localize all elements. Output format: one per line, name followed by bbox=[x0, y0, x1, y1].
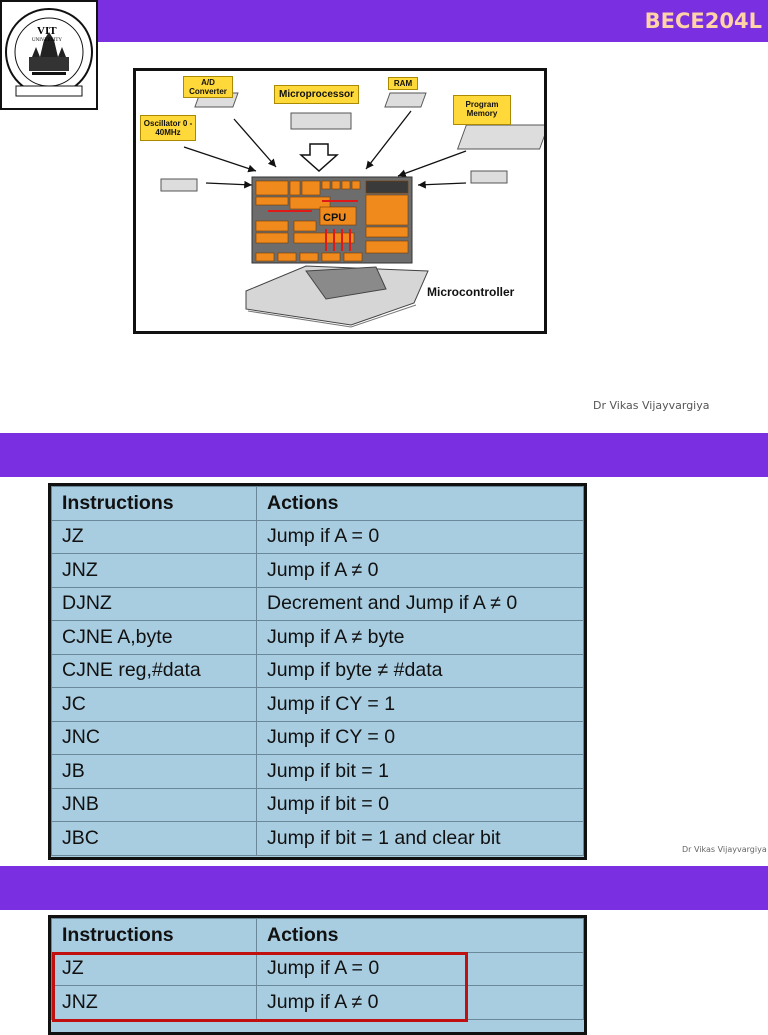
label-microcontroller: Microcontroller bbox=[427, 285, 515, 299]
action-cell: Jump if A ≠ 0 bbox=[256, 553, 584, 588]
title-band bbox=[0, 866, 768, 910]
instruction-cell: JNZ bbox=[51, 985, 257, 1020]
header-actions: Actions bbox=[256, 486, 584, 521]
instruction-cell: CJNE A,byte bbox=[51, 620, 257, 655]
label-cpu: CPU bbox=[323, 212, 347, 224]
label-oscillator: Oscillator 0 - 40MHz bbox=[140, 115, 196, 141]
action-cell: Decrement and Jump if A ≠ 0 bbox=[256, 586, 584, 621]
course-code: BECE204L bbox=[644, 9, 762, 33]
action-cell: Jump if A = 0 bbox=[256, 951, 584, 986]
instruction-cell: JB bbox=[51, 754, 257, 789]
instruction-cell: JBC bbox=[51, 821, 257, 856]
author-name: Dr Vikas Vijayvargiya bbox=[593, 399, 710, 412]
label-ram: RAM bbox=[388, 77, 418, 90]
header-instructions: Instructions bbox=[51, 918, 257, 953]
instruction-cell: JNB bbox=[51, 787, 257, 822]
action-cell: Jump if CY = 0 bbox=[256, 720, 584, 755]
logo-university-text: UNIVERSITY bbox=[32, 38, 62, 43]
university-logo: VIT UNIVERSITY bbox=[0, 0, 98, 110]
action-cell: Jump if bit = 1 bbox=[256, 754, 584, 789]
title-band: BECE204L bbox=[0, 0, 768, 42]
table-header-row: Instructions Actions bbox=[51, 918, 584, 953]
instruction-cell: JNZ bbox=[51, 553, 257, 588]
label-program-memory: Program Memory bbox=[453, 95, 511, 125]
header-instructions: Instructions bbox=[51, 486, 257, 521]
action-cell: Jump if A ≠ byte bbox=[256, 620, 584, 655]
instruction-cell: JNC bbox=[51, 720, 257, 755]
diagram-graphics bbox=[160, 92, 544, 328]
action-cell: Jump if A = 0 bbox=[256, 519, 584, 554]
label-ad-converter: A/D Converter bbox=[183, 76, 233, 98]
instruction-cell: DJNZ bbox=[51, 586, 257, 621]
action-cell: Jump if A ≠ 0 bbox=[256, 985, 584, 1020]
instruction-cell: CJNE reg,#data bbox=[51, 653, 257, 688]
author-name: Dr Vikas Vijayvargiya bbox=[682, 845, 767, 854]
label-microprocessor: Microprocessor bbox=[274, 85, 360, 104]
action-cell: Jump if bit = 0 bbox=[256, 787, 584, 822]
vit-logo-emblem bbox=[5, 8, 93, 97]
action-cell: Jump if bit = 1 and clear bit bbox=[256, 821, 584, 856]
action-cell: Jump if byte ≠ #data bbox=[256, 653, 584, 688]
table-header-row: Instructions Actions bbox=[51, 486, 584, 521]
header-actions: Actions bbox=[256, 918, 584, 953]
highlight-box bbox=[52, 952, 468, 1022]
instruction-cell: JC bbox=[51, 687, 257, 722]
title-band bbox=[0, 433, 768, 477]
logo-vit-text: VIT bbox=[37, 25, 57, 37]
microcontroller-diagram: A/D Converter Microprocessor RAM Program… bbox=[133, 68, 547, 334]
instruction-cell: JZ bbox=[51, 519, 257, 554]
action-cell: Jump if CY = 1 bbox=[256, 687, 584, 722]
